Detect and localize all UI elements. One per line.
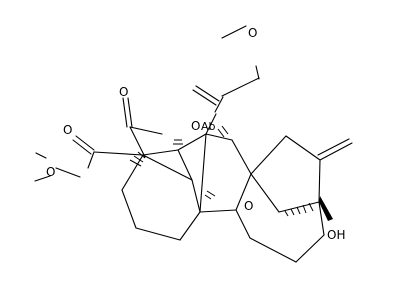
left-ester-group (34, 135, 144, 182)
hash-mark (129, 159, 142, 167)
hash-mark (217, 128, 225, 138)
ring-a (121, 149, 201, 241)
rings-c-d (235, 135, 353, 263)
bond (121, 189, 137, 229)
bond (127, 97, 133, 128)
atom-label-o: O (46, 165, 55, 179)
atom-label-suffix: Ab (201, 120, 216, 133)
bond (278, 201, 320, 213)
hash-mark (206, 190, 216, 197)
bold-wedge (319, 196, 333, 221)
top-ester-group (192, 25, 260, 113)
bond (93, 151, 144, 156)
bond (318, 201, 325, 236)
hash-mark (204, 194, 212, 200)
atom-label-oh: OH (327, 228, 345, 242)
bond (221, 77, 260, 97)
bond (72, 139, 92, 155)
bond (177, 149, 193, 181)
bond (129, 126, 146, 158)
atom-label-o: O (244, 199, 253, 213)
bond (75, 135, 95, 151)
ring-b (177, 113, 252, 213)
bond (35, 152, 47, 159)
bond (55, 167, 81, 178)
atom-label-o: O (119, 85, 128, 99)
bond (214, 96, 224, 113)
bond (221, 25, 247, 39)
atom-label-o: O (248, 26, 257, 40)
bond (142, 154, 193, 181)
bond (179, 211, 201, 241)
bond (34, 175, 51, 182)
bond (205, 133, 233, 141)
bond (205, 113, 217, 135)
bond (250, 135, 287, 175)
bond (192, 89, 217, 106)
bond (318, 159, 321, 203)
hash-mark (296, 206, 301, 215)
bond (231, 139, 252, 175)
hash-mark (302, 204, 307, 214)
bond (250, 173, 280, 213)
bond (319, 142, 353, 161)
bond (122, 97, 128, 128)
bond (249, 237, 297, 263)
bond (255, 65, 260, 80)
bond (199, 209, 237, 213)
bond (285, 135, 321, 161)
bond (235, 209, 251, 239)
hash-mark (284, 210, 289, 217)
hash-mark (290, 208, 295, 216)
bond (191, 179, 201, 213)
hash-mark (137, 151, 146, 159)
atom-label-o: O (63, 123, 72, 137)
bond (195, 85, 220, 102)
bond (295, 234, 325, 263)
atom-label-o: O (191, 119, 200, 133)
bond (199, 133, 207, 213)
hash-mark (221, 125, 229, 135)
bond (121, 154, 144, 191)
bond (135, 227, 181, 241)
bond (177, 133, 207, 151)
bond (129, 126, 163, 135)
hashed-wedges (129, 125, 314, 217)
bond (235, 173, 252, 211)
hash-mark (133, 155, 144, 163)
bond (142, 149, 179, 156)
bond (87, 151, 95, 169)
bond (317, 138, 350, 156)
hash-mark (308, 202, 314, 212)
lactone-group (122, 97, 163, 158)
